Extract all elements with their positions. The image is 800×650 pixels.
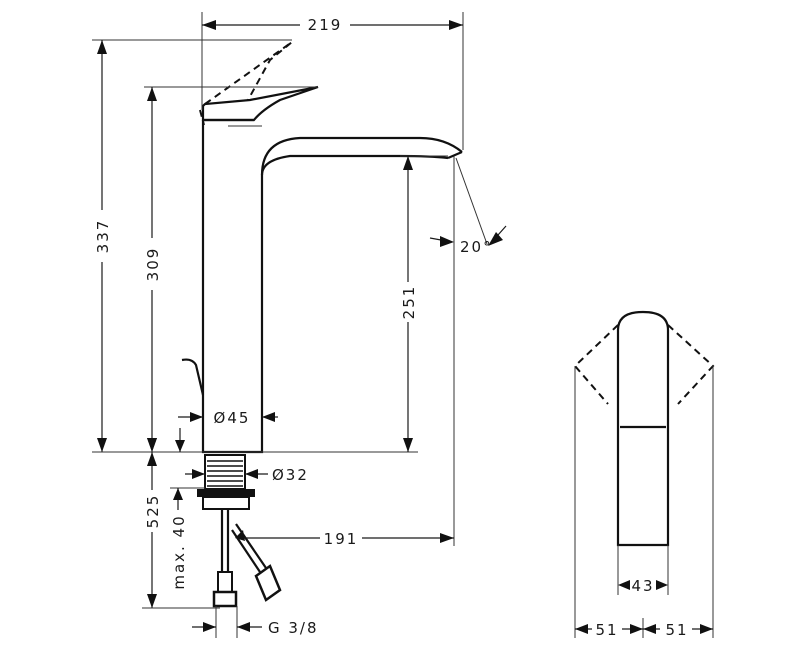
- shank-threads: [207, 460, 243, 487]
- front-view-labels: 43 51 51: [595, 577, 688, 639]
- dim-swing-left: 51: [595, 621, 618, 639]
- dim-spout-clearance: 251: [400, 285, 418, 320]
- dimension-labels: 219 337 309 251 20° Ø45 Ø32 525 max. 40 …: [94, 16, 493, 637]
- hose-angled: [231, 523, 267, 573]
- mounting-nut: [197, 489, 255, 497]
- faucet-front-view: [573, 310, 715, 638]
- hose-straight: [220, 509, 230, 572]
- threaded-shank: [204, 454, 246, 490]
- lever-handle: [201, 85, 319, 122]
- hose-connector-1: [217, 571, 233, 593]
- dim-mounting-depth: max. 40: [170, 514, 188, 589]
- mounting-washer: [202, 496, 250, 510]
- popup-rod: [181, 358, 205, 396]
- spout-tip: [447, 150, 463, 160]
- faucet-body-outline: [201, 120, 463, 454]
- dim-height-raised: 337: [94, 219, 112, 254]
- dim-height-lever: 309: [144, 247, 162, 282]
- hose-nut-2: [254, 564, 282, 602]
- lever-raised-pivot: [199, 109, 205, 126]
- dim-spout-angle: 20°: [460, 238, 493, 256]
- dim-body-diameter: Ø45: [214, 409, 251, 427]
- dim-thread-diameter: Ø32: [272, 466, 309, 484]
- dim-spout-reach: 191: [324, 530, 359, 548]
- dimension-lines: [92, 12, 507, 638]
- lever-swing-left: [573, 324, 619, 405]
- dim-swing-right: 51: [665, 621, 688, 639]
- lever-swing-right: [667, 324, 715, 405]
- hose-nut-1: [212, 590, 238, 608]
- front-body-outline: [616, 310, 670, 547]
- dim-lever-width: 43: [631, 577, 654, 595]
- faucet-side-view: [181, 41, 463, 608]
- dim-total-width: 219: [308, 16, 343, 34]
- spout-underside: [260, 154, 449, 176]
- lever-raised-outline: [204, 41, 293, 105]
- dim-hose-length: 525: [144, 494, 162, 529]
- dim-connection-thread: G 3/8: [268, 619, 319, 637]
